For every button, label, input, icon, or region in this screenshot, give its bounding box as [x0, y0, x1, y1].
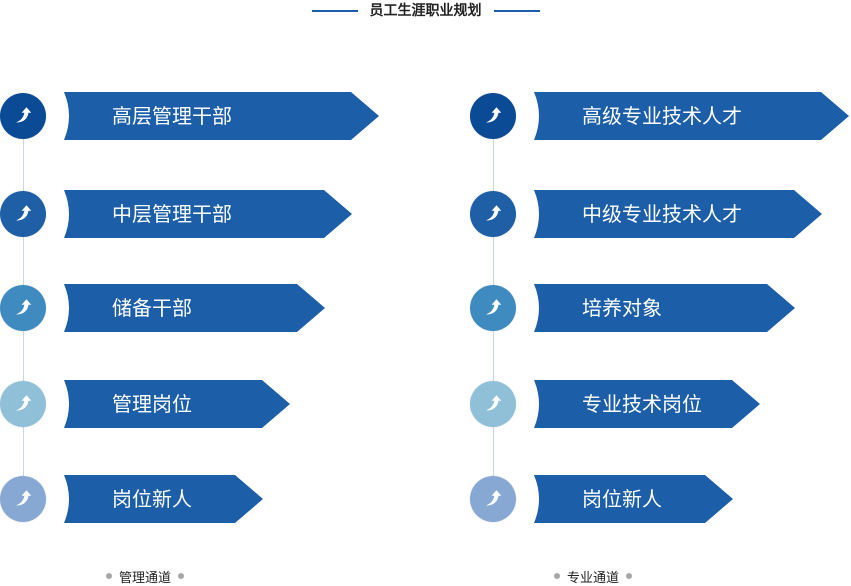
level-banner: 岗位新人	[534, 475, 733, 523]
arrow-curve-up-icon	[0, 93, 46, 139]
arrow-curve-up-icon	[470, 285, 516, 331]
diagram-title: 员工生涯职业规划	[369, 3, 482, 19]
arrow-curve-up-icon	[470, 381, 516, 427]
arrow-curve-up-icon	[0, 381, 46, 427]
level-label: 岗位新人	[112, 487, 192, 511]
arrow-curve-up-icon	[0, 476, 46, 522]
footer-dot-right	[626, 573, 633, 579]
level-label: 岗位新人	[582, 487, 662, 511]
footer-label: 管理通道	[119, 570, 172, 586]
level-banner: 专业技术岗位	[534, 380, 760, 428]
level-label: 管理岗位	[112, 392, 192, 416]
management-track-footer: 管理通道	[99, 566, 191, 586]
level-banner: 储备干部	[64, 284, 325, 332]
level-label: 中级专业技术人才	[582, 202, 742, 226]
professional-track-footer: 专业通道	[547, 566, 639, 586]
level-banner: 高级专业技术人才	[534, 92, 849, 140]
professional-track: 高级专业技术人才中级专业技术人才培养对象专业技术岗位岗位新人	[470, 0, 851, 585]
level-banner: 高层管理干部	[64, 92, 379, 140]
management-track: 高层管理干部中层管理干部储备干部管理岗位岗位新人	[0, 0, 400, 585]
level-banner: 中层管理干部	[64, 190, 352, 238]
footer-dot-left	[106, 573, 112, 579]
level-banner: 中级专业技术人才	[534, 190, 822, 238]
arrow-curve-up-icon	[470, 476, 516, 522]
arrow-curve-up-icon	[0, 191, 46, 237]
footer-dot-left	[554, 573, 560, 579]
level-label: 高层管理干部	[112, 104, 232, 128]
level-banner: 管理岗位	[64, 380, 290, 428]
diagram-header: 员工生涯职业规划	[0, 0, 851, 22]
level-label: 中层管理干部	[112, 202, 232, 226]
arrow-curve-up-icon	[0, 285, 46, 331]
footer-dot-right	[178, 573, 185, 579]
level-banner: 培养对象	[534, 284, 795, 332]
arrow-curve-up-icon	[470, 93, 516, 139]
level-label: 培养对象	[582, 296, 662, 320]
arrow-curve-up-icon	[470, 191, 516, 237]
level-banner: 岗位新人	[64, 475, 263, 523]
title-right-rule	[493, 10, 540, 12]
footer-label: 专业通道	[567, 570, 620, 586]
level-label: 储备干部	[112, 296, 192, 320]
level-label: 专业技术岗位	[582, 392, 702, 416]
level-label: 高级专业技术人才	[582, 104, 742, 128]
title-left-rule	[311, 10, 358, 12]
